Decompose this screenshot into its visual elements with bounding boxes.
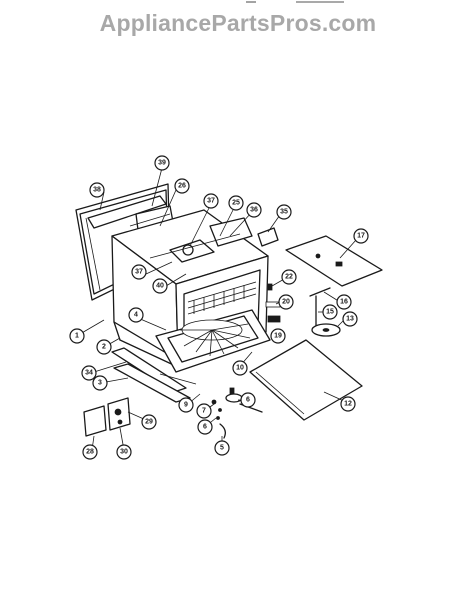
callout-22: 22 (281, 269, 297, 285)
svg-text:16: 16 (340, 299, 348, 306)
svg-text:30: 30 (120, 449, 128, 456)
svg-text:5: 5 (220, 445, 224, 452)
callout-40: 40 (152, 278, 168, 294)
svg-text:19: 19 (274, 333, 282, 340)
svg-text:40: 40 (156, 283, 164, 290)
svg-text:13: 13 (346, 316, 354, 323)
svg-text:38: 38 (93, 187, 101, 194)
svg-text:37: 37 (207, 198, 215, 205)
callout-15: 15 (322, 304, 338, 320)
svg-text:35: 35 (280, 209, 288, 216)
callout-20: 20 (278, 294, 294, 310)
callout-37-top: 37 (203, 193, 219, 209)
callout-19: 19 (270, 328, 286, 344)
svg-text:36: 36 (250, 207, 258, 214)
callout-12: 12 (340, 396, 356, 412)
callout-34: 34 (81, 365, 97, 381)
callout-16: 16 (336, 294, 352, 310)
callout-13: 13 (342, 311, 358, 327)
oven-door (155, 309, 271, 373)
svg-text:22: 22 (285, 274, 293, 281)
svg-text:37: 37 (135, 269, 143, 276)
callout-6-right: 6 (240, 392, 256, 408)
svg-text:6: 6 (203, 424, 207, 431)
small-parts (83, 227, 341, 439)
callout-7: 7 (196, 403, 212, 419)
callout-35: 35 (276, 204, 292, 220)
leader-lines (79, 167, 357, 451)
callout-36: 36 (246, 202, 262, 218)
side-panel (249, 339, 363, 421)
svg-text:20: 20 (282, 299, 290, 306)
svg-text:7: 7 (202, 408, 206, 415)
svg-text:28: 28 (86, 449, 94, 456)
svg-text:6: 6 (246, 397, 250, 404)
svg-text:9: 9 (184, 402, 188, 409)
svg-text:4: 4 (134, 312, 138, 319)
callout-38: 38 (89, 182, 105, 198)
svg-text:25: 25 (232, 200, 240, 207)
svg-text:1: 1 (75, 333, 79, 340)
callout-30: 30 (116, 444, 132, 460)
svg-text:2: 2 (102, 344, 106, 351)
callout-37-side: 37 (131, 264, 147, 280)
site-watermark: AppliancePartsPros.com (99, 10, 377, 36)
callout-17: 17 (353, 228, 369, 244)
svg-text:39: 39 (158, 160, 166, 167)
svg-text:26: 26 (178, 183, 186, 190)
callout-39: 39 (154, 155, 170, 171)
control-panel (285, 235, 383, 287)
callout-4: 4 (128, 307, 144, 323)
svg-text:15: 15 (326, 309, 334, 316)
callout-10: 10 (232, 360, 248, 376)
svg-text:34: 34 (85, 370, 93, 377)
svg-text:29: 29 (145, 419, 153, 426)
callout-28: 28 (82, 444, 98, 460)
callout-25: 25 (228, 195, 244, 211)
svg-text:17: 17 (357, 233, 365, 240)
callout-29: 29 (141, 414, 157, 430)
svg-text:3: 3 (98, 380, 102, 387)
callout-26: 26 (174, 178, 190, 194)
svg-text:10: 10 (236, 365, 244, 372)
callout-6-left: 6 (197, 419, 213, 435)
callout-2: 2 (96, 339, 112, 355)
callout-9: 9 (178, 397, 194, 413)
callout-5: 5 (214, 440, 230, 456)
kick-plate (111, 347, 197, 403)
callout-1: 1 (69, 328, 85, 344)
svg-text:12: 12 (344, 401, 352, 408)
callout-3: 3 (92, 375, 108, 391)
